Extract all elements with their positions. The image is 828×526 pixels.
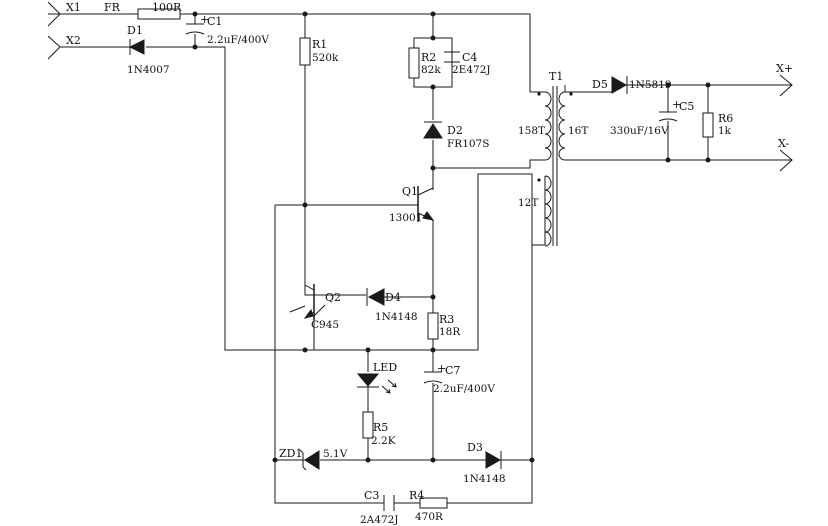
d1-ref-label: D1 <box>127 24 143 37</box>
led-ref-label: LED <box>373 361 397 374</box>
c5-plus-label: + <box>672 98 681 111</box>
led-diode <box>356 373 397 394</box>
fr-ref-label: FR <box>104 1 121 14</box>
q1-value-label: 13001 <box>389 212 422 224</box>
q1-ref-label: Q1 <box>402 185 418 198</box>
labels: X1 X2 X+ X- FR 100R + C1 2.2uF/400V D1 1… <box>66 1 793 526</box>
r3-resistor <box>427 312 439 340</box>
c3-value-label: 2A472J <box>360 514 399 526</box>
c3-capacitor <box>383 495 395 511</box>
r1-value-label: 520k <box>312 52 339 64</box>
r5-value-label: 2.2K <box>371 435 396 447</box>
q2-transistor <box>303 284 315 320</box>
q2-ref-label: Q2 <box>325 291 341 304</box>
r4-ref-label: R4 <box>409 489 424 502</box>
c5-capacitor <box>658 111 678 122</box>
c7-ref-label: C7 <box>445 364 460 377</box>
r5-resistor <box>362 411 374 439</box>
out-neg-label: X- <box>778 137 789 150</box>
t1-transformer <box>537 86 573 247</box>
r6-ref-label: R6 <box>718 112 733 125</box>
r6-value-label: 1k <box>718 125 732 137</box>
r4-value-label: 470R <box>415 511 444 523</box>
q2-value-label: C945 <box>311 319 339 331</box>
d4-ref-label: D4 <box>385 291 401 304</box>
r2-value-label: 82k <box>421 64 441 76</box>
c4-value-label: 2E472J <box>452 64 491 76</box>
t1-ref-label: T1 <box>549 70 563 83</box>
c3-ref-label: C3 <box>364 489 379 502</box>
c4-capacitor <box>444 51 460 63</box>
r4-resistor <box>419 497 448 509</box>
d2-ref-label: D2 <box>447 124 463 137</box>
c7-capacitor <box>423 371 443 384</box>
r2-resistor <box>408 47 420 79</box>
fr-resistor <box>137 8 181 20</box>
t1-aux-label: 12T <box>518 197 538 209</box>
d3-value-label: 1N4148 <box>463 473 506 485</box>
d5-diode <box>611 76 628 94</box>
c1-ref-label: C1 <box>207 15 222 28</box>
r5-ref-label: R5 <box>373 421 388 434</box>
zd1-zener-diode <box>299 449 320 471</box>
r1-resistor <box>299 37 311 66</box>
c1-value-label: 2.2uF/400V <box>207 34 269 46</box>
d4-value-label: 1N4148 <box>375 311 418 323</box>
wires <box>47 1 793 504</box>
c7-value-label: 2.2uF/400V <box>433 383 495 395</box>
fr-value-label: 100R <box>152 1 182 14</box>
d4-diode <box>366 288 385 306</box>
c1-plus-label: + <box>200 13 209 26</box>
c5-ref-label: C5 <box>679 100 694 113</box>
d2-value-label: FR107S <box>447 138 489 150</box>
q1-transistor <box>417 186 435 222</box>
c5-value-label: 330uF/16V <box>610 125 669 137</box>
d3-diode <box>485 451 502 469</box>
r1-ref-label: R1 <box>312 38 327 51</box>
r2-ref-label: R2 <box>421 51 436 64</box>
d5-value-label: 1N5819 <box>629 79 672 91</box>
t1-secondary-label: 16T <box>568 125 588 137</box>
out-pos-label: X+ <box>776 62 793 75</box>
d2-diode <box>423 121 443 139</box>
junction-dots <box>192 11 711 463</box>
zd1-ref-label: ZD1 <box>279 447 302 460</box>
c4-ref-label: C4 <box>462 51 477 64</box>
t1-primary-label: 158T <box>518 125 545 137</box>
c1-capacitor <box>185 23 205 35</box>
zd1-value-label: 5.1V <box>323 448 348 460</box>
c7-plus-label: + <box>437 362 446 375</box>
d1-value-label: 1N4007 <box>127 64 170 76</box>
r6-resistor <box>702 112 714 138</box>
r3-value-label: 18R <box>439 326 461 338</box>
d1-diode <box>128 39 145 55</box>
r3-ref-label: R3 <box>439 313 454 326</box>
d5-ref-label: D5 <box>592 78 608 91</box>
x2-terminal-label: X2 <box>66 34 81 47</box>
x1-terminal-label: X1 <box>66 1 81 14</box>
d3-ref-label: D3 <box>467 441 483 454</box>
